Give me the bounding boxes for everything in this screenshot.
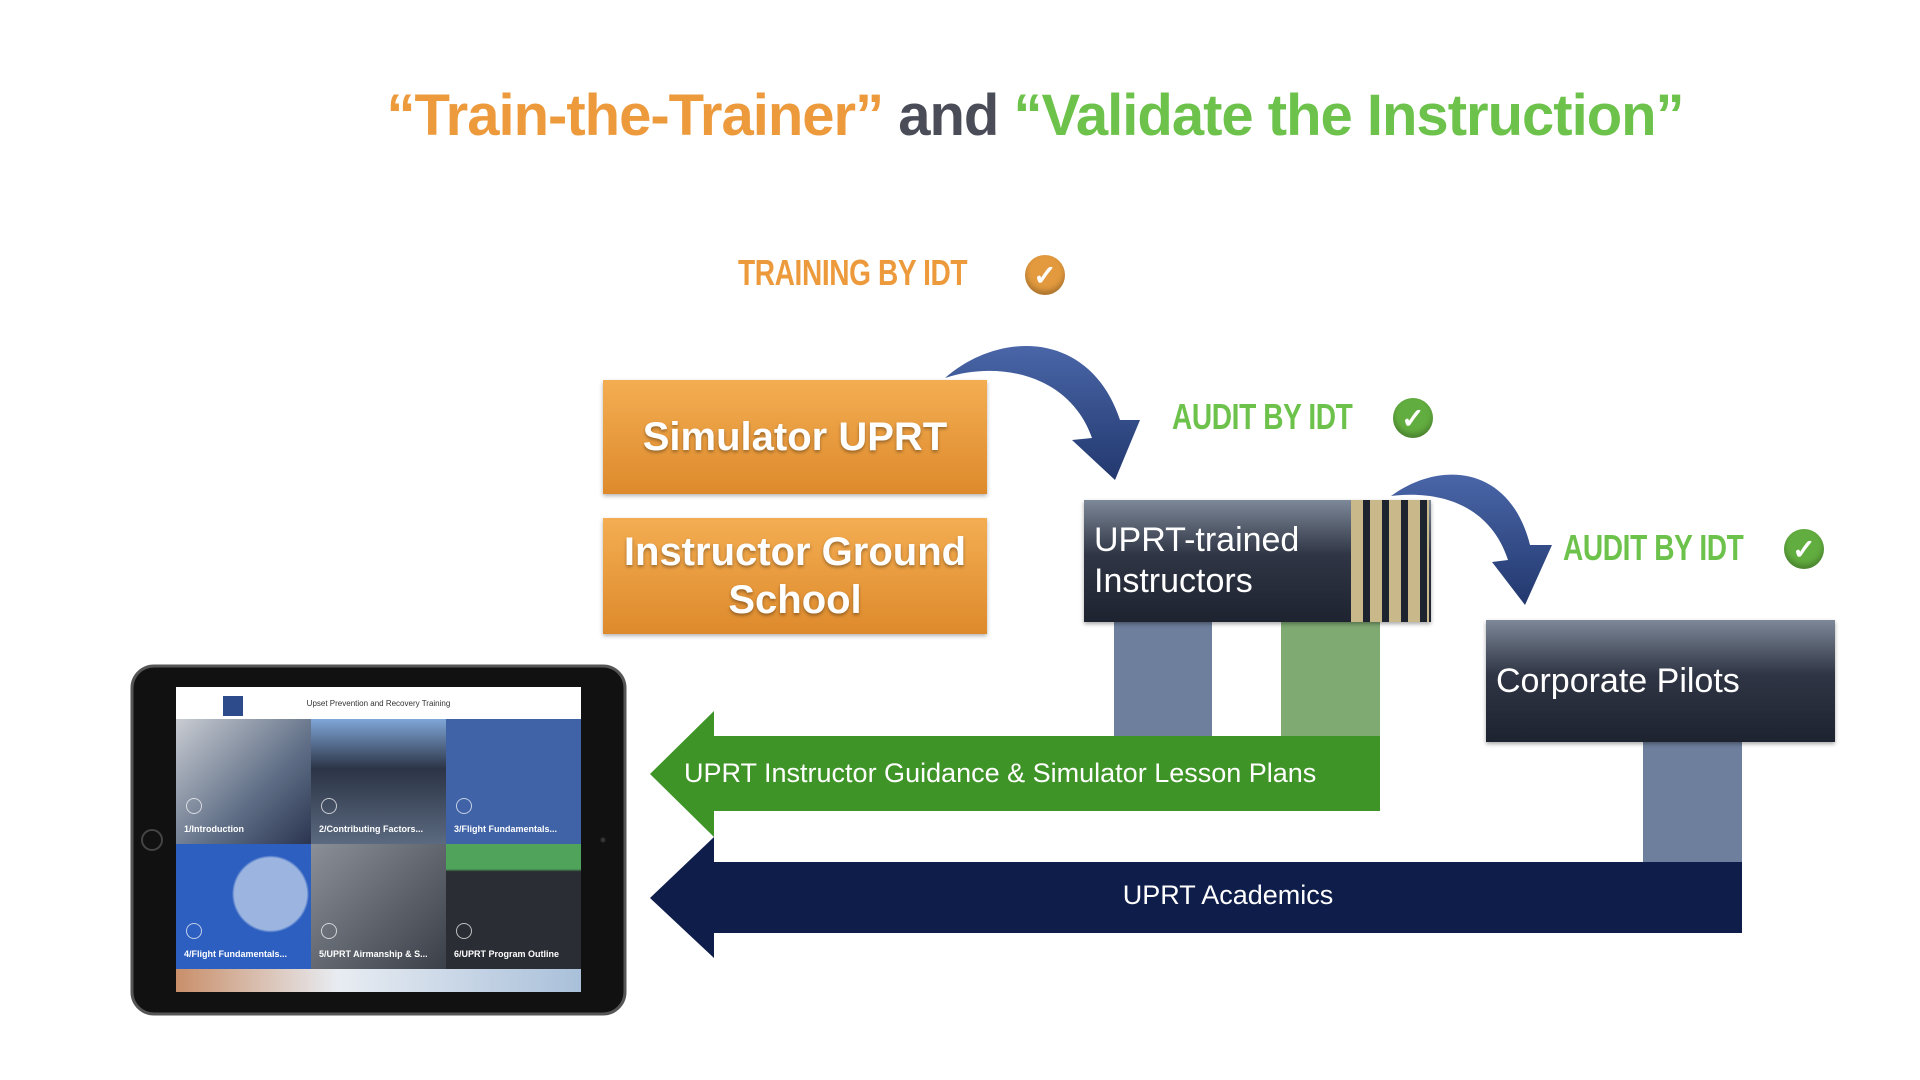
audit-by-idt-label-2: AUDIT BY IDT (1563, 527, 1744, 568)
tablet-tile[interactable]: 5/UPRT Airmanship & S... (311, 844, 446, 969)
tile-label: 6/UPRT Program Outline (454, 949, 560, 959)
title-and: and (883, 83, 1014, 148)
academics-arrow (650, 837, 1742, 958)
simulator-uprt-box: Simulator UPRT (603, 380, 987, 494)
title-train-the-trainer: “Train-the-Trainer” (386, 83, 884, 148)
check-circle-icon: ✓ (1025, 255, 1065, 295)
guidance-arrow-label: UPRT Instructor Guidance & Simulator Les… (684, 758, 1317, 788)
academics-arrow-label: UPRT Academics (1122, 880, 1334, 910)
tablet-tile[interactable]: 2/Contributing Factors... (311, 719, 446, 844)
tablet-home-button (141, 829, 163, 851)
check-circle-icon: ✓ (1784, 529, 1824, 569)
tile-label: 3/Flight Fundamentals... (454, 824, 558, 834)
instructor-ground-school-box: Instructor Ground School (603, 518, 987, 634)
guidance-arrow (650, 711, 1380, 837)
corporate-pilots-box: Corporate Pilots (1486, 620, 1835, 742)
check-circle-icon: ✓ (1393, 398, 1433, 438)
pillar-blue-corporate (1643, 740, 1742, 865)
pillar-green-instructors (1281, 620, 1380, 740)
curved-arrow-audit (1391, 474, 1552, 605)
app-logo-icon (223, 696, 243, 716)
tile-label: 2/Contributing Factors... (319, 824, 424, 834)
page-title: “Train-the-Trainer” and “Validate the In… (0, 82, 1920, 149)
instructors-text: UPRT-trained Instructors (1094, 520, 1299, 602)
tablet-camera (600, 837, 606, 843)
tile-label: 5/UPRT Airmanship & S... (319, 949, 428, 959)
tablet-tile[interactable]: 4/Flight Fundamentals... (176, 844, 311, 969)
instructors-line-1: UPRT-trained (1094, 521, 1300, 560)
tablet-screen: Upset Prevention and Recovery Training 1… (176, 687, 581, 992)
pillar-blue-instructors (1114, 620, 1212, 740)
tablet-tile-row-partial (176, 969, 581, 992)
tablet-app-title: Upset Prevention and Recovery Training (306, 699, 451, 708)
tablet-app-header: Upset Prevention and Recovery Training (176, 687, 581, 719)
uprt-trained-instructors-box: UPRT-trained Instructors (1084, 500, 1431, 622)
tablet-tile[interactable]: 6/UPRT Program Outline (446, 844, 581, 969)
tablet-tile[interactable]: 3/Flight Fundamentals... (446, 719, 581, 844)
tile-label: 1/Introduction (184, 824, 244, 834)
title-validate: “Validate the Instruction” (1013, 83, 1684, 148)
captain-stripes-icon (1351, 500, 1429, 622)
audit-by-idt-label-1: AUDIT BY IDT (1172, 396, 1353, 437)
training-by-idt-label: TRAINING BY IDT (738, 252, 968, 293)
instructors-line-2: Instructors (1094, 562, 1253, 600)
tile-label: 4/Flight Fundamentals... (184, 949, 288, 959)
curved-arrow-training (945, 346, 1140, 480)
tablet-tile[interactable]: 1/Introduction (176, 719, 311, 844)
